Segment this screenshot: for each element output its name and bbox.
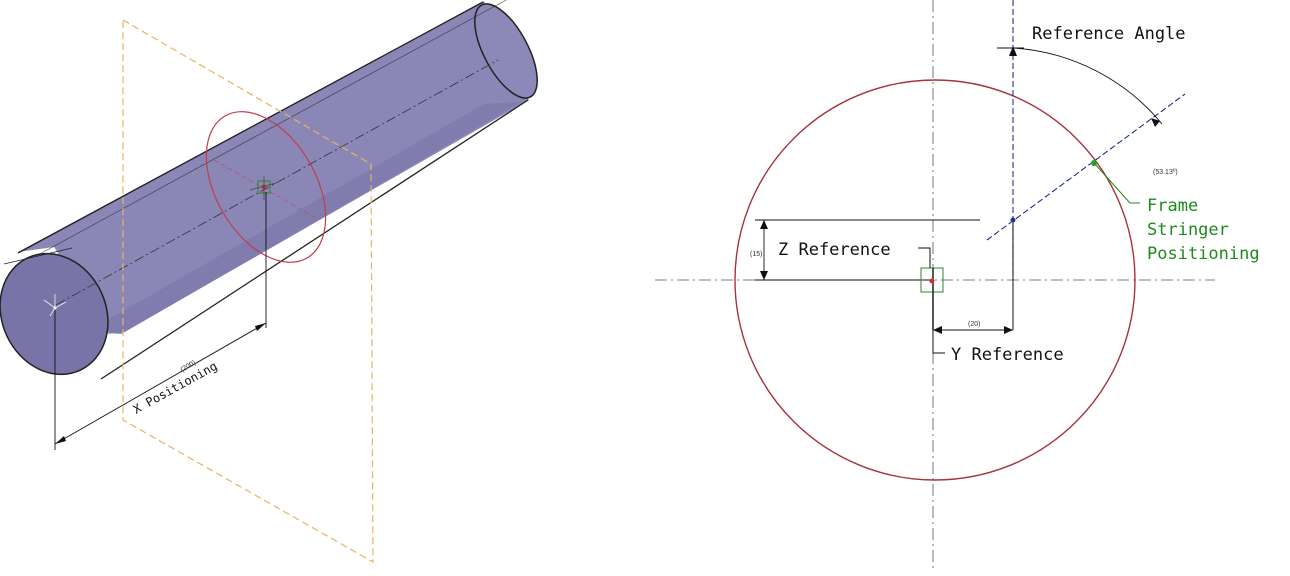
reference-angle-arc <box>1012 47 1163 125</box>
x-positioning-label: X Positioning <box>131 359 220 417</box>
cylinder-mid-edge <box>24 0 507 263</box>
y-reference-label: Y Reference <box>951 345 1064 365</box>
cylinder-far-cap <box>474 3 538 99</box>
cylinder-body <box>18 1 529 334</box>
section-view: (53.13º) (15) (20) Reference Angle Z Ref… <box>655 0 1260 571</box>
near-cap-seam <box>3 247 73 265</box>
angle-value: (53.13º) <box>1153 169 1178 176</box>
frame-stringer-label-line-2: Stringer <box>1147 220 1229 240</box>
section-plane <box>122 18 374 564</box>
y-reference-leader <box>932 330 945 354</box>
frame-stringer-label-line-1: Frame <box>1147 196 1198 216</box>
z-dimension-value: (15) <box>750 251 762 258</box>
z-reference-leader <box>918 247 931 268</box>
frame-ring-iso <box>205 111 327 263</box>
center-point-dot <box>929 278 935 284</box>
isometric-view: (200) X Positioning <box>0 0 538 564</box>
frame-circle <box>734 79 1136 481</box>
angle-arc-arrow <box>1151 118 1160 127</box>
y-dim-arrow-left <box>933 326 942 334</box>
x-dimension-line <box>54 322 267 445</box>
cylinder-axis <box>55 59 499 306</box>
frame-stringer-leader <box>1093 162 1131 204</box>
reference-angle-arrow-top <box>1009 46 1017 56</box>
origin-triad-icon <box>43 294 67 317</box>
cylinder-bottom-edge <box>100 99 529 380</box>
reference-angle-label: Reference Angle <box>1032 24 1186 44</box>
point-cross-h <box>249 182 277 191</box>
x-dim-arrow-right <box>255 323 266 331</box>
cylinder-shade <box>104 102 521 334</box>
cylinder-near-cap <box>0 252 109 376</box>
frame-stringer-label-line-3: Positioning <box>1147 244 1260 264</box>
z-dim-arrow-top <box>760 220 768 229</box>
cylinder-top-edge <box>17 1 484 254</box>
origin-point <box>53 306 57 310</box>
center-point-marker <box>920 267 944 293</box>
z-reference-label: Z Reference <box>778 240 891 260</box>
stringer-intersection <box>1010 217 1016 223</box>
z-dim-arrow-bottom <box>760 271 768 280</box>
stringer-line <box>986 93 1186 241</box>
y-dimension-value: (20) <box>968 321 980 328</box>
x-dim-arrow-left <box>55 436 66 444</box>
y-dim-arrow-right <box>1004 326 1013 334</box>
